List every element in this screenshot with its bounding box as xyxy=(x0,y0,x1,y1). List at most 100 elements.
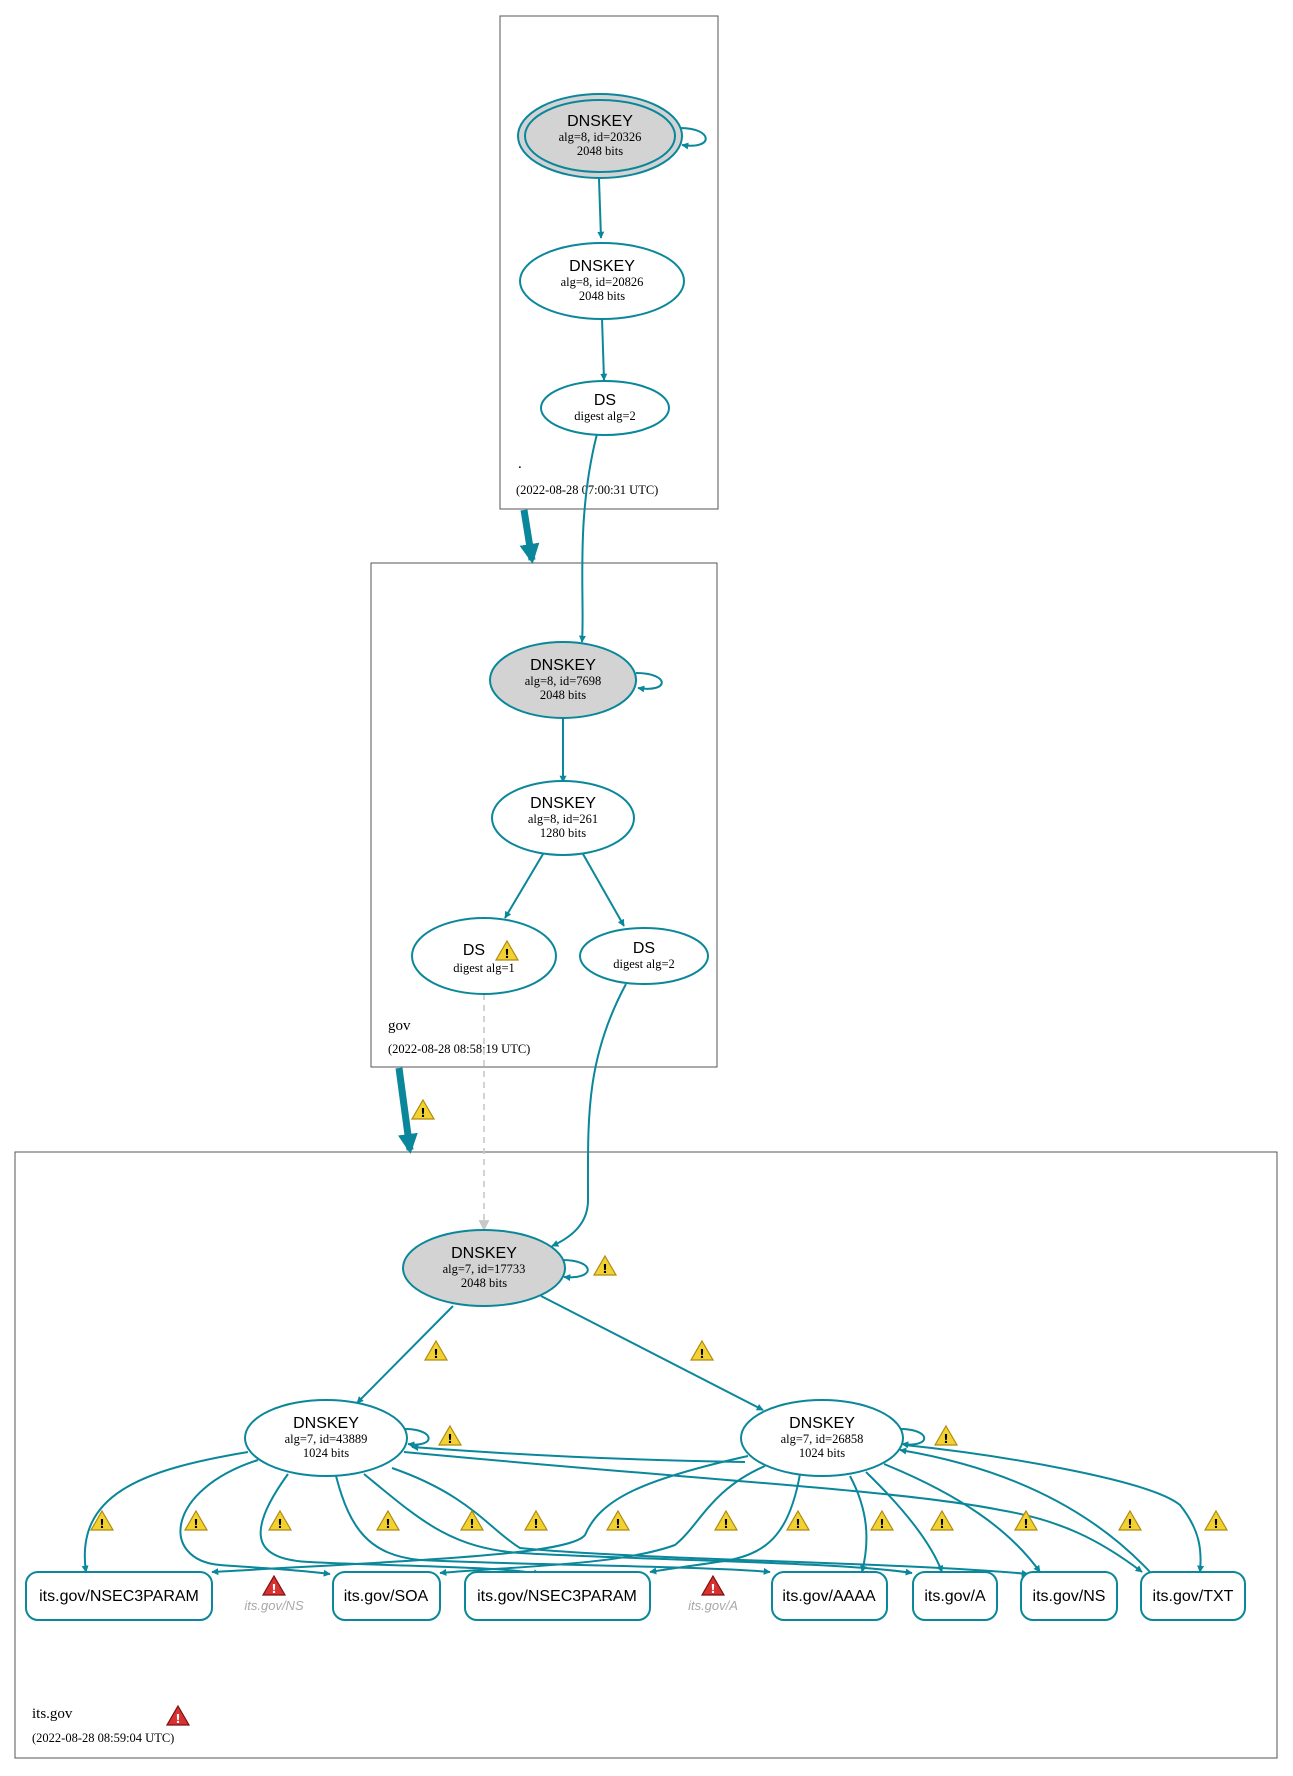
rrset-nsec3param-2[interactable]: its.gov/NSEC3PARAM xyxy=(464,1571,651,1621)
svg-text:!: ! xyxy=(699,1347,704,1361)
svg-text:!: ! xyxy=(433,1347,438,1361)
warning-triangle-icon[interactable]: ! xyxy=(933,1424,959,1446)
rrset-nsec3param-1[interactable]: its.gov/NSEC3PARAM xyxy=(25,1571,213,1621)
edge-gov-zsk-to-ds2 xyxy=(582,853,625,927)
zone-itsgov-timestamp: (2022-08-28 08:59:04 UTC) xyxy=(32,1731,174,1745)
svg-text:!: ! xyxy=(533,1517,538,1531)
warning-triangle-icon[interactable]: ! xyxy=(423,1339,449,1361)
node-its-ksk-type: DNSKEY xyxy=(451,1245,517,1262)
warning-triangle-icon[interactable]: ! xyxy=(1117,1509,1143,1531)
edge-gov-ksk-self xyxy=(635,672,663,693)
node-gov-zsk-detail: alg=8, id=261 xyxy=(528,812,598,826)
warning-triangle-icon[interactable]: ! xyxy=(592,1254,618,1276)
node-gov-ds1-type: DS xyxy=(463,942,485,959)
warning-triangle-icon[interactable]: ! xyxy=(1013,1509,1039,1531)
svg-text:!: ! xyxy=(385,1517,390,1531)
zone-gov: gov (2022-08-28 08:58:19 UTC) xyxy=(370,562,718,1068)
edge-zsk2-to-nsec3param-1 xyxy=(211,1455,749,1576)
warning-triangle-icon[interactable]: ! xyxy=(713,1509,739,1531)
svg-text:!: ! xyxy=(602,1262,607,1276)
warning-triangle-icon[interactable]: ! xyxy=(869,1509,895,1531)
node-its-zsk-43889[interactable]: DNSKEY alg=7, id=43889 1024 bits xyxy=(244,1399,408,1477)
rrset-ns[interactable]: its.gov/NS xyxy=(1020,1571,1118,1621)
warning-triangle-icon[interactable]: ! xyxy=(523,1509,549,1531)
node-root-ds-type: DS xyxy=(594,392,616,409)
warning-triangle-icon[interactable]: ! xyxy=(183,1509,209,1531)
node-its-zsk2-type: DNSKEY xyxy=(789,1415,855,1432)
svg-text:!: ! xyxy=(271,1582,276,1596)
edge-zsk2-to-a xyxy=(865,1471,944,1573)
edge-zsk2-to-soa xyxy=(439,1465,766,1576)
edge-its-ksk-to-zsk2 xyxy=(540,1295,764,1411)
node-root-ksk-size: 2048 bits xyxy=(577,144,623,158)
missing-rrset-a[interactable]: its.gov/A xyxy=(688,1598,738,1613)
edge-zsk1-to-soa xyxy=(179,1459,331,1577)
svg-text:!: ! xyxy=(795,1517,800,1531)
rrset-a[interactable]: its.gov/A xyxy=(912,1571,998,1621)
node-gov-ksk-detail: alg=8, id=7698 xyxy=(525,674,602,688)
node-its-zsk-26858[interactable]: DNSKEY alg=7, id=26858 1024 bits xyxy=(740,1399,904,1477)
warning-triangle-icon[interactable]: ! xyxy=(1203,1509,1229,1531)
rrset-aaaa-label: its.gov/AAAA xyxy=(782,1588,876,1605)
rrset-soa-label: its.gov/SOA xyxy=(344,1588,429,1605)
edge-its-zsk1-self xyxy=(404,1428,430,1449)
rrset-nsec3param-2-label: its.gov/NSEC3PARAM xyxy=(477,1588,637,1605)
edge-gov-ds2-to-its-ksk xyxy=(551,983,627,1247)
node-gov-zsk[interactable]: DNSKEY alg=8, id=261 1280 bits xyxy=(491,780,635,856)
node-root-ksk[interactable]: DNSKEY alg=8, id=20326 2048 bits xyxy=(517,93,683,179)
warning-triangle-icon[interactable]: ! xyxy=(689,1339,715,1361)
edge-root-ksk-to-zsk xyxy=(597,178,605,239)
node-its-zsk1-detail: alg=7, id=43889 xyxy=(285,1432,368,1446)
svg-text:!: ! xyxy=(615,1517,620,1531)
zone-itsgov: its.gov (2022-08-28 08:59:04 UTC) xyxy=(14,1151,1278,1759)
svg-text:!: ! xyxy=(99,1517,104,1531)
node-gov-ds-digest2[interactable]: DS digest alg=2 xyxy=(579,927,709,985)
warning-triangle-icon[interactable]: ! xyxy=(437,1424,463,1446)
warning-triangle-icon[interactable]: ! xyxy=(785,1509,811,1531)
node-its-zsk1-size: 1024 bits xyxy=(303,1446,349,1460)
svg-text:!: ! xyxy=(943,1432,948,1446)
rrset-a-label: its.gov/A xyxy=(924,1588,986,1605)
svg-text:!: ! xyxy=(469,1517,474,1531)
error-triangle-icon[interactable]: ! xyxy=(261,1574,287,1596)
error-triangle-icon[interactable]: ! xyxy=(700,1574,726,1596)
zone-gov-name: gov xyxy=(388,1018,411,1034)
rrset-txt[interactable]: its.gov/TXT xyxy=(1140,1571,1246,1621)
error-triangle-icon[interactable]: ! xyxy=(165,1704,191,1726)
node-gov-ds-digest1[interactable]: DS digest alg=1 xyxy=(411,917,557,995)
zone-itsgov-name: its.gov xyxy=(32,1706,73,1722)
node-its-zsk2-size: 1024 bits xyxy=(799,1446,845,1460)
node-its-ksk[interactable]: DNSKEY alg=7, id=17733 2048 bits xyxy=(402,1229,566,1307)
warning-triangle-icon[interactable]: ! xyxy=(494,939,520,961)
node-root-zsk-type: DNSKEY xyxy=(569,258,635,275)
node-root-ksk-type: DNSKEY xyxy=(567,113,633,130)
node-root-zsk-size: 2048 bits xyxy=(579,289,625,303)
warning-triangle-icon[interactable]: ! xyxy=(267,1509,293,1531)
warning-triangle-icon[interactable]: ! xyxy=(605,1509,631,1531)
edge-zsk1-to-nsec3param-1 xyxy=(81,1451,249,1573)
warning-triangle-icon[interactable]: ! xyxy=(459,1509,485,1531)
warning-triangle-icon[interactable]: ! xyxy=(929,1509,955,1531)
node-gov-ksk-size: 2048 bits xyxy=(540,688,586,702)
node-root-ds[interactable]: DS digest alg=2 xyxy=(540,380,670,436)
svg-text:!: ! xyxy=(420,1106,425,1120)
edge-zsk1-to-nsec3param-2 xyxy=(259,1473,541,1577)
svg-text:!: ! xyxy=(1127,1517,1132,1531)
rrset-soa[interactable]: its.gov/SOA xyxy=(332,1571,441,1621)
svg-text:!: ! xyxy=(710,1582,715,1596)
missing-rrset-ns[interactable]: its.gov/NS xyxy=(244,1598,304,1613)
warning-triangle-icon[interactable]: ! xyxy=(410,1098,436,1120)
warning-triangle-icon[interactable]: ! xyxy=(375,1509,401,1531)
node-gov-zsk-size: 1280 bits xyxy=(540,826,586,840)
node-root-zsk[interactable]: DNSKEY alg=8, id=20826 2048 bits xyxy=(519,242,685,320)
rrset-aaaa[interactable]: its.gov/AAAA xyxy=(771,1571,888,1621)
edge-txt-to-zsk2 xyxy=(899,1447,1151,1573)
warning-triangle-icon[interactable]: ! xyxy=(89,1509,115,1531)
node-its-ksk-detail: alg=7, id=17733 xyxy=(443,1262,526,1276)
edge-gov-zsk-to-ds1 xyxy=(504,853,544,919)
node-gov-ksk[interactable]: DNSKEY alg=8, id=7698 2048 bits xyxy=(489,641,637,719)
edge-its-ksk-to-zsk1 xyxy=(356,1305,454,1404)
svg-text:!: ! xyxy=(193,1517,198,1531)
edge-root-zsk-to-ds xyxy=(600,317,608,381)
edge-zsk1-to-a xyxy=(363,1473,913,1576)
